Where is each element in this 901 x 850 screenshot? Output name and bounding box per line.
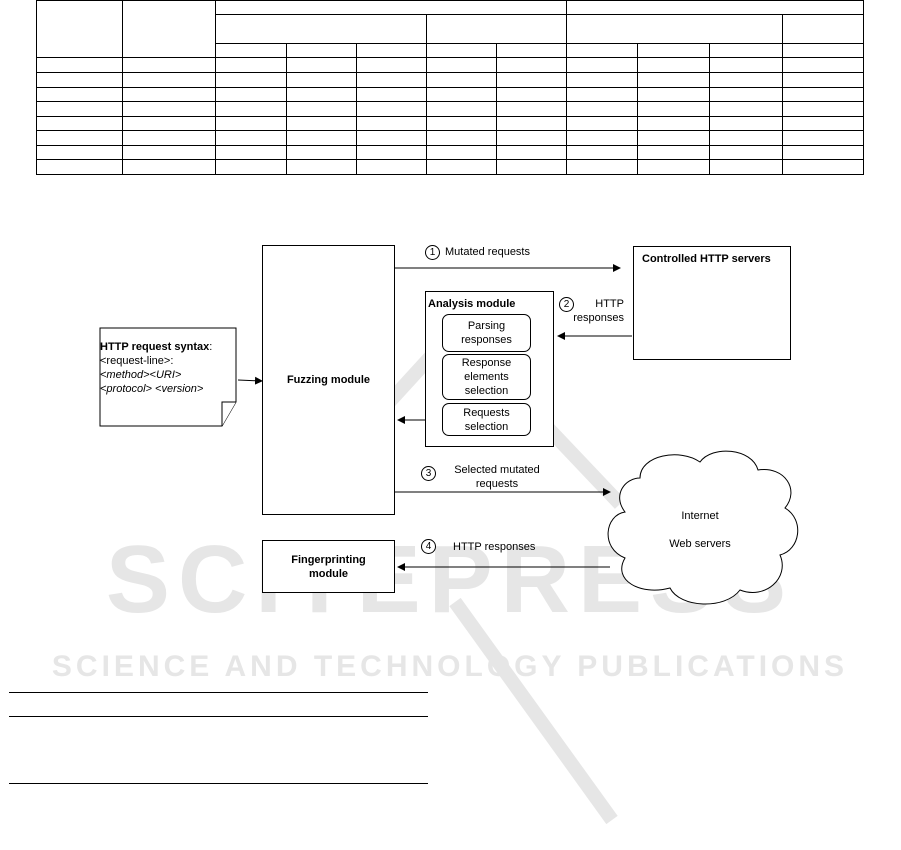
arrow-syntax-to-fuzzing xyxy=(237,376,263,385)
step-1-badge: 1 xyxy=(425,245,440,260)
analysis-item-response-elements: Response elements selection xyxy=(442,354,531,400)
bottom-table-rule-mid xyxy=(9,716,428,717)
syntax-line-1: <request-line>: xyxy=(100,355,174,367)
top-table xyxy=(36,0,864,175)
fingerprinting-module-label: Fingerprinting module xyxy=(291,553,366,580)
syntax-line-2: <method><URI> xyxy=(100,369,182,381)
syntax-line-3: <protocol> <version> xyxy=(100,383,204,395)
fuzzing-module-label: Fuzzing module xyxy=(286,374,371,386)
bottom-table-rule-top xyxy=(9,692,428,693)
step-4-badge: 4 xyxy=(421,539,436,554)
watermark-stroke xyxy=(449,597,618,825)
fingerprinting-module: Fingerprinting module xyxy=(262,540,395,593)
step-1-label: Mutated requests xyxy=(445,246,530,258)
step-4-label: HTTP responses xyxy=(453,541,536,553)
analysis-module-title: Analysis module xyxy=(428,298,516,310)
controlled-http-servers-title: Controlled HTTP servers xyxy=(642,253,771,265)
cloud-web-servers-label: Web servers xyxy=(669,538,731,550)
fuzzing-module: Fuzzing module xyxy=(262,245,395,515)
analysis-item-requests-selection: Requests selection xyxy=(442,403,531,436)
cloud-internet-label: Internet xyxy=(681,510,719,522)
analysis-item-parsing: Parsing responses xyxy=(442,314,531,352)
step-3-label: Selected mutated requests xyxy=(454,464,540,490)
http-request-syntax: HTTP request syntax: <request-line>: <me… xyxy=(100,340,234,396)
syntax-document-fold xyxy=(221,401,236,426)
syntax-title-suffix: : xyxy=(209,341,213,353)
step-2-badge: 2 xyxy=(559,297,574,312)
step-3-badge: 3 xyxy=(421,466,436,481)
bottom-table-rule-bottom xyxy=(9,783,428,784)
step-2-label: HTTP responses xyxy=(573,298,624,324)
syntax-title: HTTP request syntax xyxy=(100,341,210,353)
watermark-text-2: SCIENCE AND TECHNOLOGY PUBLICATIONS xyxy=(52,650,848,683)
controlled-http-servers: Controlled HTTP servers xyxy=(633,246,791,360)
internet-cloud xyxy=(607,450,799,605)
